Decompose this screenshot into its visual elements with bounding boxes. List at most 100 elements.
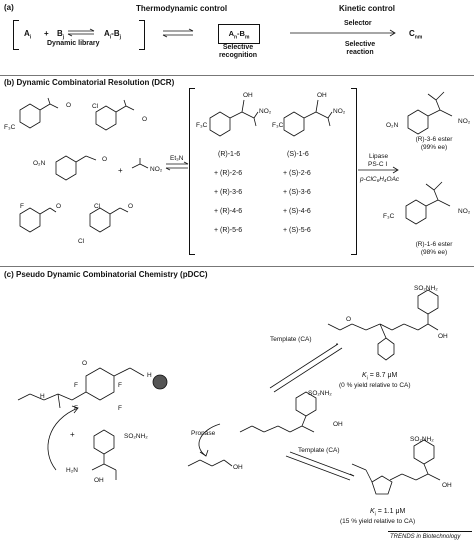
panel-c-label: (c) Pseudo Dynamic Combinatorial Chemist…	[4, 270, 208, 279]
top-dipeptide	[327, 289, 439, 361]
o2n-label: O₂N	[33, 160, 46, 167]
et3n-equilibrium-arrows	[165, 161, 189, 171]
r-isomer-1: (R)-1-6	[218, 151, 241, 158]
ester-1	[407, 91, 453, 135]
product-bracket-left	[189, 88, 195, 255]
byproduct-oh: OH	[233, 464, 243, 471]
library-term-a: Ai	[24, 29, 32, 41]
selected-complex-box: An-Bm	[218, 24, 260, 44]
r-isomer-4: + (R)-4-6	[214, 208, 243, 215]
nitropropane-no2: NO₂	[150, 166, 163, 173]
o-label-ald4: O	[56, 203, 62, 210]
top-product-so2nh2: SO₂NH₂	[414, 285, 438, 292]
aldehyde-4	[19, 207, 57, 233]
product-bracket-right	[351, 88, 357, 255]
r-isomer-3: + (R)-3-6	[214, 189, 243, 196]
top-product-oh: OH	[438, 333, 448, 340]
divider-a-b	[0, 75, 474, 76]
ki-top: Ki = 8.7 μM	[362, 372, 398, 382]
plus-sulfonamide: +	[70, 430, 75, 439]
ki-bottom-note: (15 % yield relative to CA)	[340, 518, 416, 525]
monomer-oh: OH	[94, 477, 104, 484]
dynamic-library-label: Dynamic library	[47, 40, 100, 47]
bottom-dipeptide	[351, 439, 441, 495]
cf3-label-left: F₃C	[196, 122, 208, 129]
library-equilibrium-arrows	[67, 28, 95, 37]
linker-o-top: O	[82, 360, 88, 367]
monomer-h2n: H₂N	[66, 467, 78, 474]
footer-journal: TRENDS in Biotechnology	[390, 534, 461, 540]
cleaved-byproduct	[187, 459, 233, 467]
resin-amide-h: H	[147, 372, 152, 379]
resin-ester	[17, 367, 145, 409]
cf3-label-right: F₃C	[272, 122, 284, 129]
template-label-2: Template (CA)	[298, 447, 340, 454]
cl-label-ald5-top: Cl	[94, 203, 101, 210]
library-term-ab: Ai-Bj	[104, 29, 122, 41]
psci-label: PS-C I	[368, 161, 388, 168]
aldehyde-1	[19, 97, 59, 129]
bottom-product-so2nh2: SO₂NH₂	[410, 436, 434, 443]
s-isomer-5: + (S)-5-6	[283, 227, 311, 234]
thermo-equilibrium-arrows	[162, 28, 194, 38]
r-isomer-2: + (R)-2-6	[214, 170, 243, 177]
template-label-1: Template (CA)	[270, 336, 312, 343]
monomer-so2nh2: SO₂NH₂	[124, 433, 148, 440]
s-isomer-4: + (S)-4-6	[283, 208, 311, 215]
no2-label-ester1: NO₂	[458, 118, 471, 125]
bottom-product-oh: OH	[442, 482, 452, 489]
ester-2	[405, 181, 451, 225]
cl-label-ald5-bottom: Cl	[78, 238, 85, 245]
fluoro-f4: F	[118, 405, 122, 412]
nitropropane	[131, 158, 149, 169]
lipase-label: Lipase	[369, 153, 389, 160]
pronase-arrowhead	[199, 449, 209, 457]
acyl-donor-label: p-ClC₆H₄OAc	[360, 176, 400, 183]
kinetic-title: Kinetic control	[339, 4, 396, 13]
aldehyde-2	[95, 99, 135, 131]
footer-rule	[388, 531, 472, 532]
resin-left-nh: H	[40, 393, 45, 400]
s-isomer-1: (S)-1-6	[287, 151, 309, 158]
library-term-b: Bj	[57, 29, 65, 41]
cf3-label-1: F₃C	[4, 124, 16, 131]
central-dipeptide	[239, 391, 317, 433]
coupling-arrowhead	[71, 405, 79, 414]
panel-b-label: (b) Dynamic Combinatorial Resolution (DC…	[4, 78, 175, 87]
product-label: Cnm	[409, 29, 423, 41]
f-label-ald4: F	[20, 203, 24, 210]
o-label-ald2: O	[142, 116, 148, 123]
fluoro-f1: F	[74, 382, 78, 389]
center-oh: OH	[333, 421, 343, 428]
divider-b-c	[0, 266, 474, 267]
aldehyde-3	[55, 155, 97, 181]
template-arrow-down	[285, 451, 355, 481]
center-so2nh2: SO₂NH₂	[308, 390, 332, 397]
top-product-o: O	[346, 316, 352, 323]
nitroalcohol-s	[283, 99, 333, 137]
pronase-arrow	[198, 423, 221, 457]
s-isomer-3: + (S)-3-6	[283, 189, 311, 196]
library-bracket-left	[13, 20, 19, 50]
sulfonamide-amino-acid	[91, 429, 117, 480]
panel-a-label: (a)	[4, 3, 14, 12]
o-label-ald3: O	[102, 156, 108, 163]
library-bracket-right	[139, 20, 145, 50]
cf3-label-ester2: F₃C	[383, 213, 395, 220]
s-isomer-2: + (S)-2-6	[283, 170, 311, 177]
no2-label-ester2: NO₂	[458, 208, 471, 215]
library-plus: +	[44, 29, 49, 38]
lipase-arrow	[358, 166, 399, 174]
plus-nitro: +	[118, 166, 123, 175]
oh-label-right: OH	[317, 92, 327, 99]
kinetic-arrow	[290, 29, 396, 37]
template-arrow-up	[269, 343, 343, 393]
ester2-caption: (R)-1-6 ester(98% ee)	[415, 241, 453, 256]
o-label-ald1: O	[66, 102, 72, 109]
oh-label-left: OH	[243, 92, 253, 99]
r-isomer-5: + (R)-5-6	[214, 227, 243, 234]
ki-top-note: (0 % yield relative to CA)	[339, 382, 411, 389]
